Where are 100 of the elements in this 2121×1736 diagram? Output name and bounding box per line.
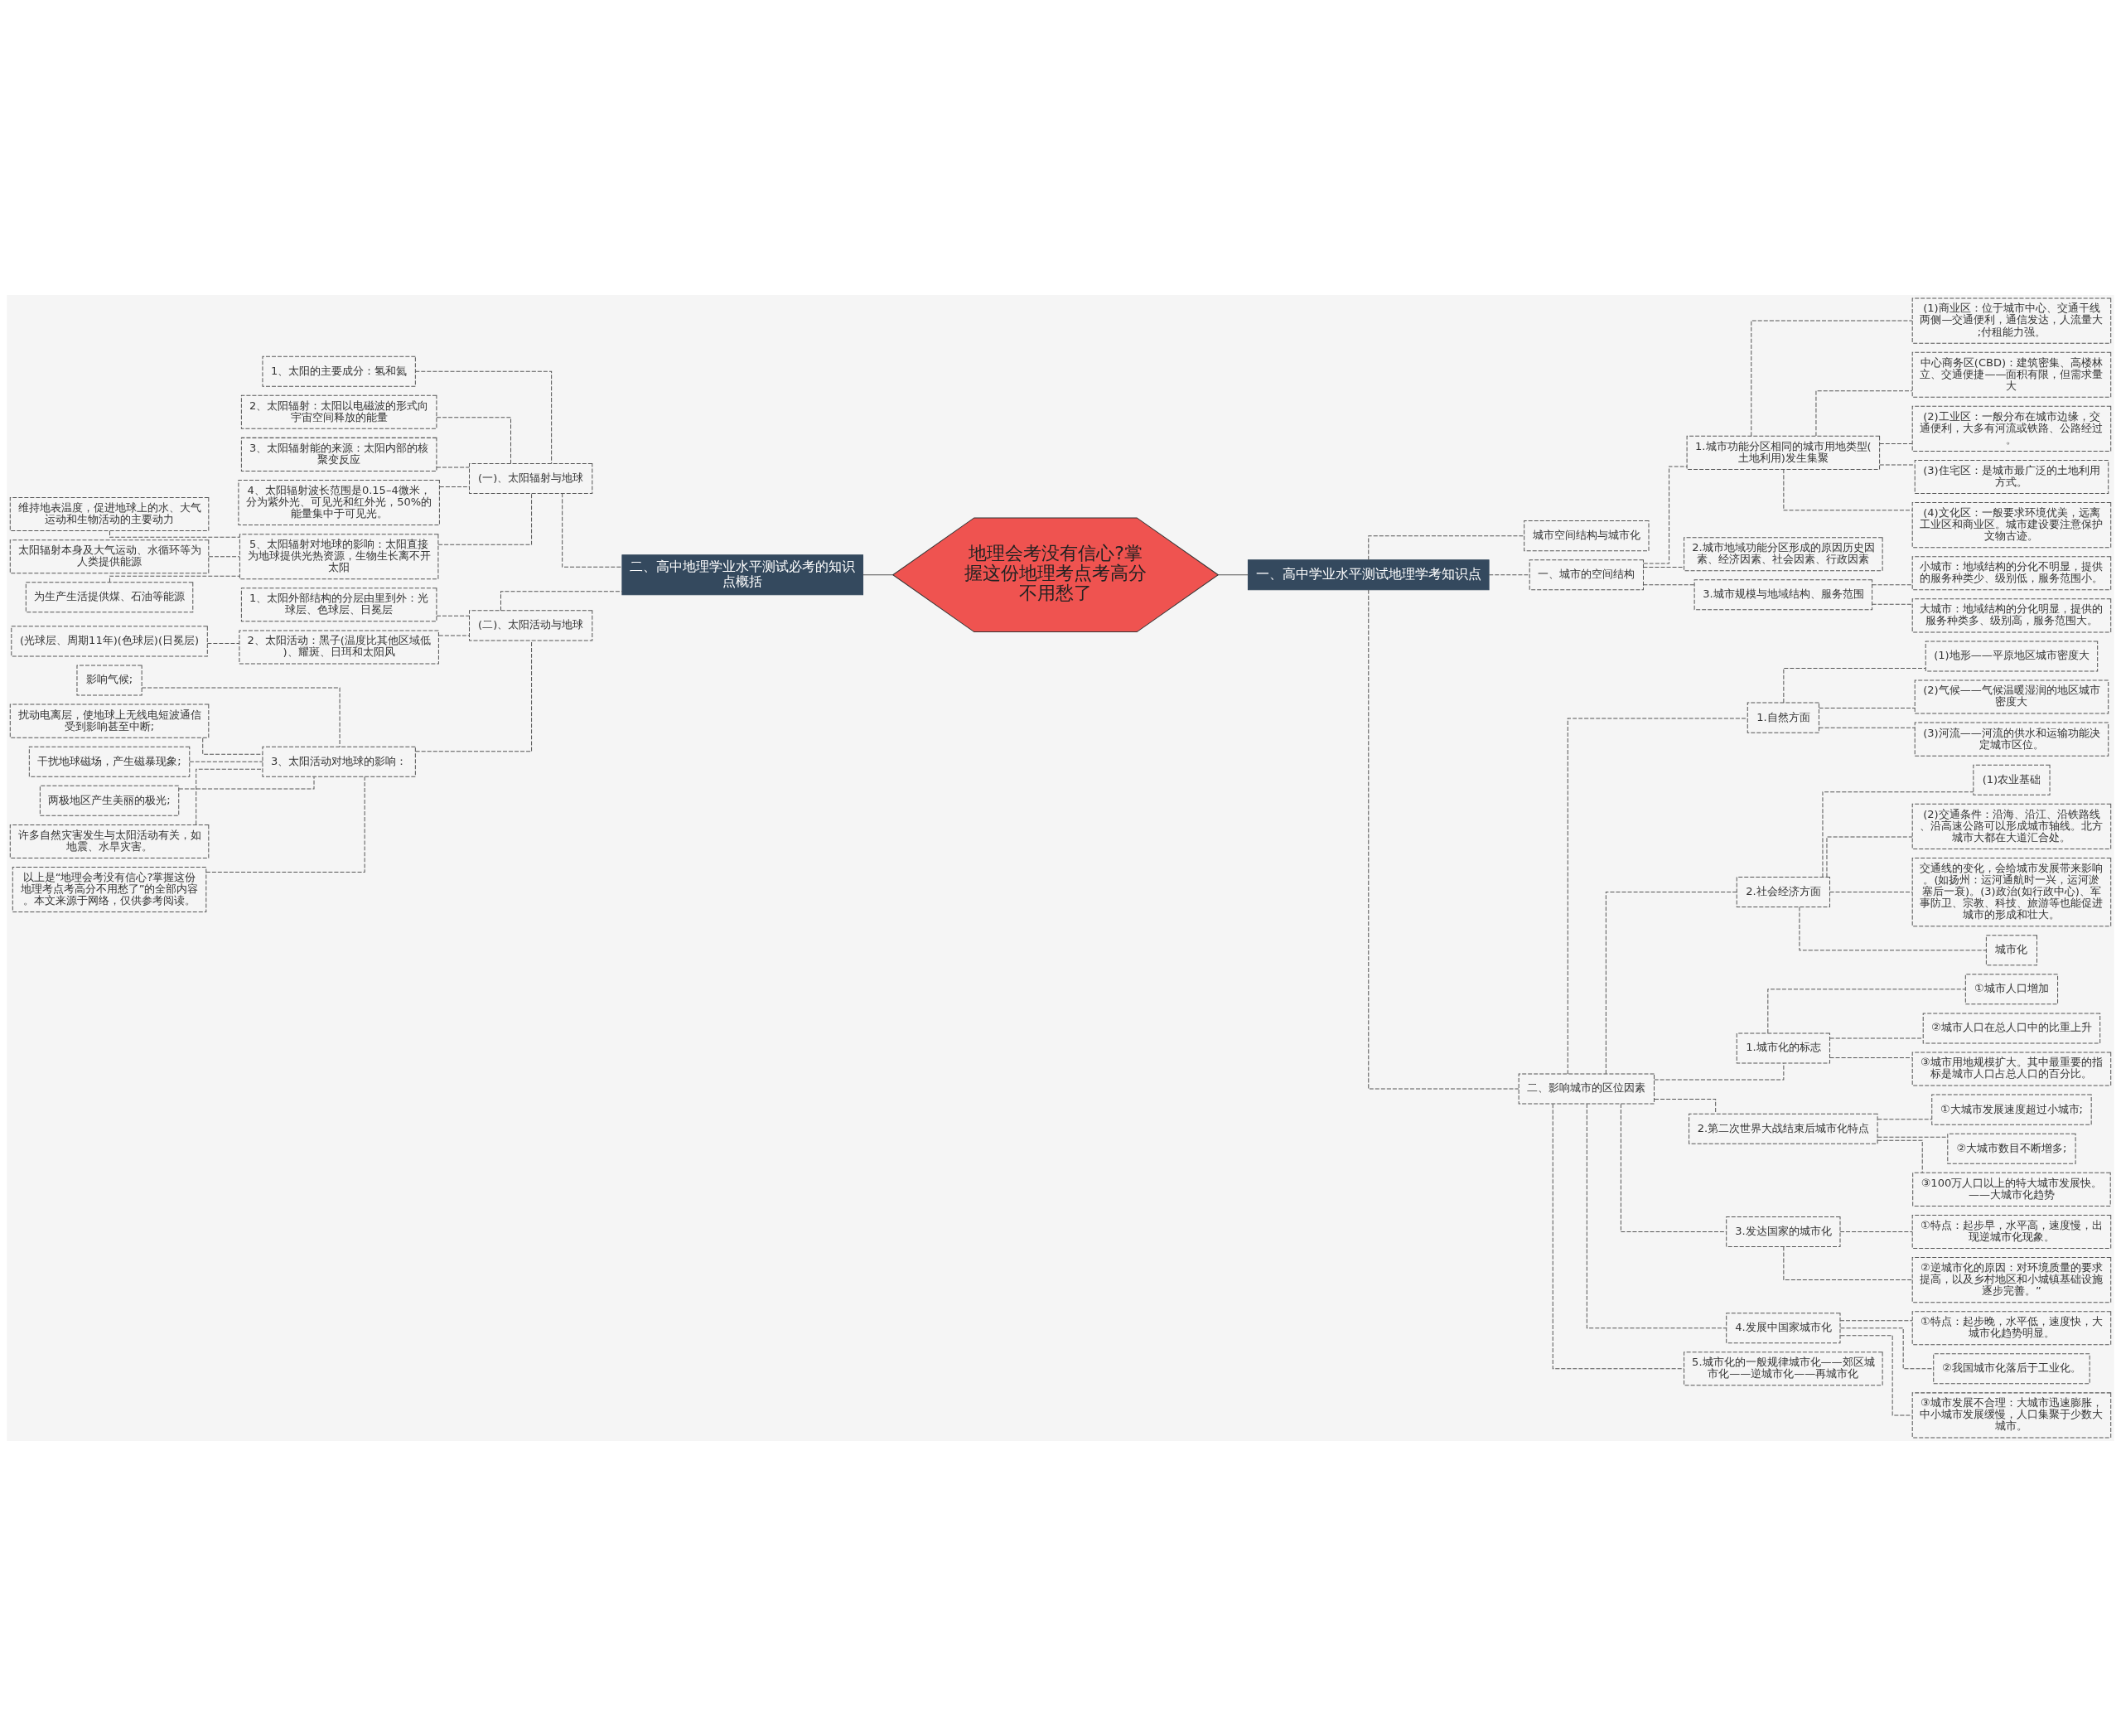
node-box: 太阳辐射本身及大气运动、水循环等为人类提供能源 [9, 539, 210, 574]
connector [1783, 469, 1913, 511]
connector [1877, 1136, 1948, 1138]
connector [196, 768, 263, 825]
node-box: 交通线的变化，会给城市发展带来影响。(如扬州：运河通航时一兴，运河淤塞后一衰)。(3)政治(如行政中心)、军事防卫、宗教、科技、旅游等也能促进城市的形成和壮大。 [1911, 857, 2112, 927]
connector [109, 575, 240, 583]
connector [1567, 718, 1748, 1075]
connector [1872, 603, 1913, 605]
node-box: (光球层、周期11年)(色球层)(日冕层) [11, 626, 208, 657]
node-box: 2.城市地域功能分区形成的原因历史因素、经济因素、社会因素、行政因素 [1684, 537, 1883, 572]
node-box: 二、高中地理学业水平测试必考的知识点概括 [621, 554, 863, 596]
connector [1643, 566, 1684, 568]
connector [1217, 574, 1249, 576]
connector [109, 530, 240, 538]
connector [1872, 584, 1913, 586]
node-box: 1.自然方面 [1747, 702, 1819, 733]
connector [1605, 892, 1737, 1075]
connector [1783, 668, 1926, 704]
connector [436, 417, 511, 464]
node-box: 维持地表温度，促进地球上的水、大气运动和生物活动的主要动力 [9, 497, 210, 532]
node-box: 2.社会经济方面 [1736, 877, 1830, 908]
connector [178, 776, 315, 790]
connector [1819, 727, 1916, 728]
node-box: (2)交通条件：沿海、沿江、沿铁路线、沿高速公路可以形成城市轴线。北方城市大都在大道汇合处。 [1911, 803, 2112, 849]
node-box: (3)住宅区：是城市最广泛的土地利用方式。 [1914, 459, 2109, 494]
connector [1620, 1103, 1727, 1232]
connector [1839, 1335, 1913, 1416]
node-box: 1、太阳的主要成分：氢和氦 [262, 355, 416, 387]
node-box: ②大城市数目不断增多; [1947, 1133, 2076, 1164]
node-box: 以上是“地理会考没有信心?掌握这份地理考点考高分不用愁了”的全部内容。本文来源于网络，仅供参考阅读。 [12, 867, 207, 913]
connector [436, 615, 470, 617]
connector [1783, 1246, 1913, 1281]
node-box: 城市化 [1985, 935, 2037, 966]
connector [189, 761, 263, 762]
node-box: 4.发展中国家城市化 [1726, 1313, 1841, 1344]
connector [1829, 1057, 1913, 1058]
node-box: 二、影响城市的区位因素 [1518, 1073, 1655, 1105]
connector [1368, 535, 1524, 561]
connector [1368, 589, 1519, 1090]
node-box: 1.城市功能分区相同的城市用地类型(土地利用)发生集聚 [1686, 435, 1881, 470]
node-box: (3)河流——河流的供水和运输功能决定城市区位。 [1914, 722, 2109, 757]
node-box: ③城市发展不合理：大城市迅速膨胀，中小城市发展缓慢，人口集聚于少数大城市。 [1911, 1392, 2112, 1439]
node-box: 中心商务区(CBD)：建筑密集、高楼林立、交通便捷——面积有限，但需求量大 [1911, 351, 2112, 398]
connector [1822, 791, 1974, 878]
connector [1879, 464, 1916, 466]
node-box: 1.城市化的标志 [1736, 1032, 1830, 1064]
connector [437, 493, 533, 545]
node-box: ②城市人口在总人口中的比重上升 [1922, 1013, 2101, 1044]
connector [1643, 584, 1695, 586]
node-box: 5.城市化的一般规律城市化——郊区城市化——逆城市化——再城市化 [1684, 1352, 1883, 1386]
node-box: (2)工业区：一般分布在城市边缘，交通便利，大多有河流或铁路、公路经过。 [1911, 405, 2112, 452]
node-box: ③100万人口以上的特大城市发展快。——大城市化趋势 [1912, 1172, 2111, 1206]
node-box: 3、太阳辐射能的来源：太阳内部的核聚变反应 [240, 437, 437, 471]
connector [1767, 989, 1966, 1034]
connector [436, 467, 470, 468]
node-box: ②我国城市化落后于工业化。 [1933, 1353, 2090, 1385]
connector [439, 486, 470, 487]
node-box: (1)商业区：位于城市中心、交通干线两侧—交通便利，通信发达，人流量大;付租能力强。 [1911, 297, 2112, 344]
connector [205, 776, 365, 873]
node-box: 3.发达国家的城市化 [1726, 1216, 1841, 1247]
node-box: ①特点：起步早，水平高，速度慢，出现逆城市化现象。 [1911, 1214, 2112, 1249]
connector [141, 687, 341, 747]
node-box: 为生产生活提供煤、石油等能源 [25, 582, 194, 613]
node-box: (1)农业基础 [1973, 764, 2051, 795]
connector [562, 493, 623, 568]
node-box: 许多自然灾害发生与太阳活动有关，如地震、水旱灾害。 [9, 824, 210, 858]
connector [415, 640, 533, 752]
node-box: 4、太阳辐射波长范围是0.15–4微米，分为紫外光、可见光和红外光，50%的能量集中于可见光。 [238, 480, 440, 526]
connector [1799, 907, 1987, 951]
node-box: ①特点：起步晚，水平低，速度快，大城市化趋势明显。 [1911, 1311, 2112, 1346]
node-box: 2.第二次世界大战结束后城市化特点 [1689, 1113, 1878, 1144]
connector [1839, 1320, 1913, 1322]
node-box: (2)气候——气候温暖湿润的地区城市密度大 [1914, 679, 2109, 714]
node-box: (4)文化区：一般要求环境优美，远离工业区和商业区。城市建设要注意保护文物古迹。 [1911, 502, 2112, 549]
node-box: 两极地区产生美丽的极光; [39, 785, 180, 816]
connector [1815, 390, 1913, 437]
node-box: ①大城市发展速度超过小城市; [1931, 1094, 2092, 1125]
connector [414, 370, 553, 464]
connector [1586, 1103, 1727, 1329]
node-box: 一、高中学业水平测试地理学考知识点 [1247, 559, 1490, 591]
node-box: 5、太阳辐射对地球的影响：太阳直接为地球提供光热资源，生物生长离不开太阳 [239, 534, 439, 580]
node-box: 3、太阳活动对地球的影响： [262, 746, 416, 777]
connector [1829, 1037, 1924, 1039]
node-box: ③城市用地规模扩大。其中最重要的指标是城市人口占总人口的百分比。 [1911, 1052, 2112, 1086]
node-box: ②逆城市化的原因：对环境质量的要求提高，以及乡村地区和小城镇基础设施逐步完善。” [1911, 1257, 2112, 1303]
node-box: 1、太阳外部结构的分层由里到外：光球层、色球层、日冕层 [240, 588, 437, 622]
connector [1879, 442, 1913, 444]
connector [1654, 1099, 1717, 1115]
node-box: 扰动电离层，使地球上无线电短波通信受到影响甚至中断; [9, 704, 210, 738]
connector [1654, 1062, 1785, 1081]
node-box: 2、太阳活动：黑子(温度比其他区域低)、耀斑、日珥和太阳风 [239, 630, 439, 665]
connector [202, 737, 263, 755]
connector [1829, 892, 1913, 893]
node-box: 干扰地球磁场，产生磁暴现象; [28, 746, 191, 777]
connector [1819, 708, 1916, 709]
node-box: 2、太阳辐射：太阳以电磁波的形式向宇宙空间释放的能量 [240, 394, 437, 429]
node-box: 城市空间结构与城市化 [1524, 520, 1650, 552]
node-box: (一)、太阳辐射与地球 [469, 462, 593, 494]
connector [1826, 836, 1913, 878]
node-box: (1)地形——平原地区城市密度大 [1925, 641, 2099, 672]
